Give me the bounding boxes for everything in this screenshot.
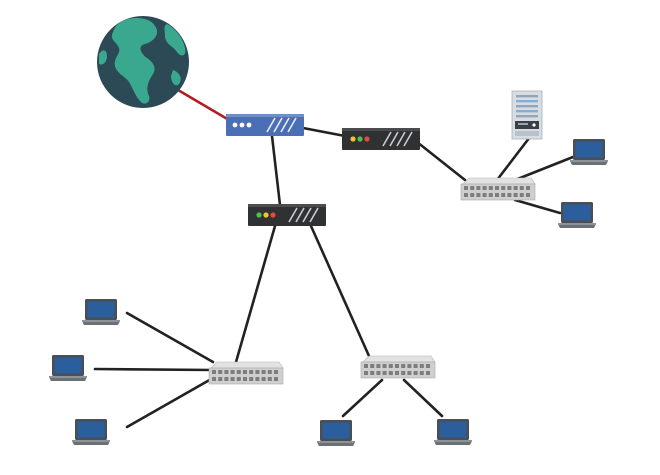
switch-icon xyxy=(460,177,536,201)
link-switch-east-to-server-east xyxy=(495,131,535,182)
globe-icon xyxy=(97,16,189,108)
firewall-icon xyxy=(248,204,326,226)
link-switch-southwest-to-laptop-west-3 xyxy=(125,376,215,429)
link-internet-to-router xyxy=(176,88,231,122)
links-layer xyxy=(93,88,575,429)
router-icon xyxy=(226,114,304,136)
switch-icon xyxy=(208,361,284,385)
nodes-layer xyxy=(49,16,608,446)
link-switch-southwest-to-laptop-west-2 xyxy=(93,367,215,372)
link-switch-east-to-laptop-east-1 xyxy=(513,155,575,182)
laptop-icon xyxy=(49,355,87,381)
switch-icon xyxy=(360,355,436,379)
link-router-to-firewall-east xyxy=(301,126,347,138)
laptop-icon xyxy=(558,202,596,228)
link-router-to-firewall-core xyxy=(270,134,282,207)
link-switch-southwest-to-laptop-west-1 xyxy=(125,311,215,364)
link-firewall-core-to-switch-south xyxy=(309,224,371,358)
laptop-icon xyxy=(82,299,120,325)
laptop-icon xyxy=(434,419,472,445)
laptop-icon xyxy=(317,420,355,446)
link-switch-east-to-laptop-east-2 xyxy=(513,198,562,215)
laptop-icon xyxy=(570,139,608,165)
link-firewall-east-to-switch-east xyxy=(415,140,467,182)
firewall-icon xyxy=(342,128,420,150)
laptop-icon xyxy=(72,419,110,445)
link-firewall-core-to-switch-southwest xyxy=(234,224,277,364)
server-icon xyxy=(511,90,543,140)
link-switch-south-to-laptop-south-2 xyxy=(402,378,444,418)
link-switch-south-to-laptop-south-1 xyxy=(341,378,384,418)
